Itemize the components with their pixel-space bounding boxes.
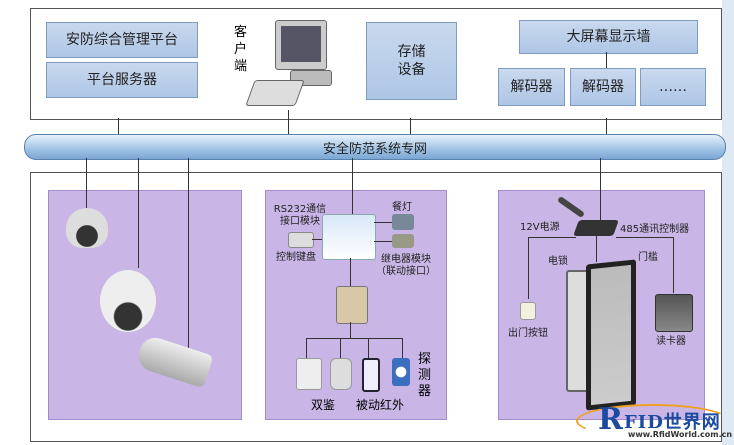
network-label: 安全防范系统专网 [322, 141, 427, 157]
storage-box: 存储设备 [366, 22, 457, 100]
decoder-box: 解码器 [570, 68, 636, 106]
rfidworld-logo: R FID世界网 www.RfidWorld.com.cn [576, 400, 732, 442]
threshold-label: 门槛 [638, 252, 658, 263]
light-label: 餐灯 [392, 202, 412, 213]
detector-label: 探测器 [418, 352, 432, 399]
dual-detector-icon [330, 358, 352, 390]
dual-label: 双鉴 [311, 398, 336, 412]
keyboard-label: 控制键盘 [276, 252, 316, 263]
decoder-more-box: …… [640, 68, 706, 106]
light-icon [392, 214, 414, 230]
alarm-host-icon [322, 214, 376, 260]
client-label: 客户端 [234, 25, 248, 74]
power-label: 12V电源 [520, 222, 560, 233]
door-icon [586, 259, 636, 411]
card-reader-label: 读卡器 [656, 336, 686, 347]
server-box: 平台服务器 [46, 62, 198, 98]
pir-detector-icon [392, 358, 410, 386]
storage-label: 存储设备 [397, 44, 426, 78]
security-network-pipe: 安全防范系统专网 [24, 134, 726, 160]
exit-button-label: 出门按钮 [508, 328, 548, 339]
decoder-box: 解码器 [498, 68, 565, 106]
expansion-module-icon [336, 286, 368, 324]
relay-label: 继电器模块（联动接口） [376, 254, 436, 277]
lock-label: 电锁 [548, 256, 568, 267]
exit-button-icon [520, 302, 536, 320]
rs232-label: RS232通信接口模块 [273, 204, 327, 227]
pir-label: 被动红外 [356, 398, 405, 412]
video-wall-box: 大屏幕显示墙 [519, 20, 698, 54]
platform-box: 安防综合管理平台 [46, 22, 198, 58]
controller-label: 485通讯控制器 [620, 224, 690, 235]
dome-camera-icon [66, 208, 108, 248]
relay-icon [392, 234, 414, 248]
dual-detector-icon [296, 358, 322, 390]
ptz-camera-icon [100, 270, 156, 332]
computer-icon [245, 20, 332, 110]
card-reader-icon [655, 294, 693, 332]
keyboard-icon [288, 232, 314, 248]
controller-icon [573, 220, 619, 236]
pir-detector-icon [362, 358, 380, 392]
side-strip [722, 0, 734, 445]
